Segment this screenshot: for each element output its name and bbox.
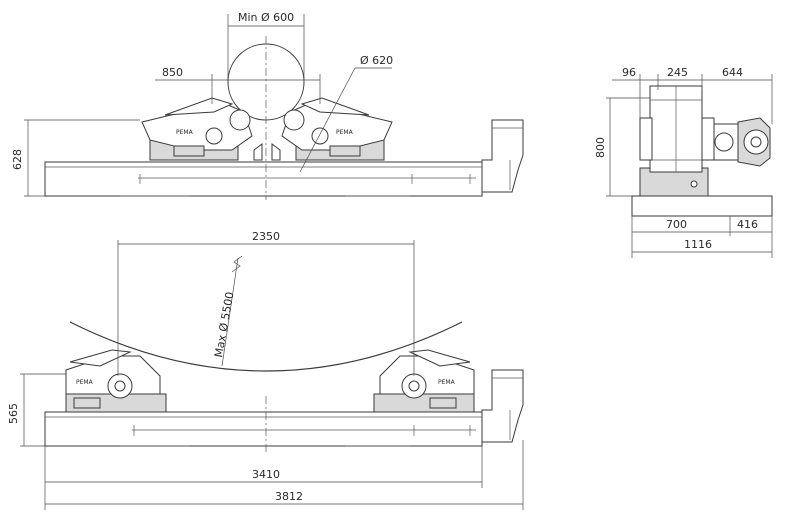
dim-2350: 2350: [252, 230, 280, 243]
side-view: 96 245 644 800 700 416 1116: [594, 66, 773, 258]
svg-text:PEMA: PEMA: [176, 129, 194, 136]
roller-unit-right-top: PEMA: [281, 97, 393, 161]
svg-text:PEMA: PEMA: [438, 379, 456, 386]
roller-unit-left-bottom: PEMA: [65, 349, 167, 413]
dim-3410: 3410: [252, 468, 280, 481]
dim-416: 416: [737, 218, 758, 231]
motor-housing-bottom: [481, 369, 524, 443]
dim-96: 96: [622, 66, 636, 79]
dim-800: 800: [594, 137, 607, 158]
side-base: [631, 195, 773, 217]
front-view-small: PEMA PEMA Min Ø 600 850 Ø 620: [11, 11, 524, 200]
dim-245: 245: [667, 66, 688, 79]
dim-min-600: Min Ø 600: [238, 11, 294, 24]
base-frame-bottom: [44, 411, 483, 447]
dim-644: 644: [722, 66, 743, 79]
dim-850: 850: [162, 66, 183, 79]
roller-unit-left-top: PEMA: [141, 97, 253, 161]
base-frame-top: [44, 161, 483, 197]
roller-unit-right-bottom: PEMA: [373, 349, 475, 413]
svg-text:PEMA: PEMA: [336, 129, 354, 136]
motor-housing-top: [481, 119, 524, 193]
dim-620: Ø 620: [360, 54, 393, 67]
dim-3812: 3812: [275, 490, 303, 503]
dim-1116: 1116: [684, 238, 712, 251]
dim-max-5500: Max Ø 5500: [212, 291, 236, 359]
dim-565: 565: [7, 403, 20, 424]
side-motor: [713, 117, 771, 167]
dim-628: 628: [11, 149, 24, 170]
front-view-large: PEMA PEMA Max Ø 5500 2350 565 3: [7, 230, 524, 510]
vessel-max-5500: [69, 321, 463, 372]
svg-text:PEMA: PEMA: [76, 379, 94, 386]
dim-700: 700: [666, 218, 687, 231]
